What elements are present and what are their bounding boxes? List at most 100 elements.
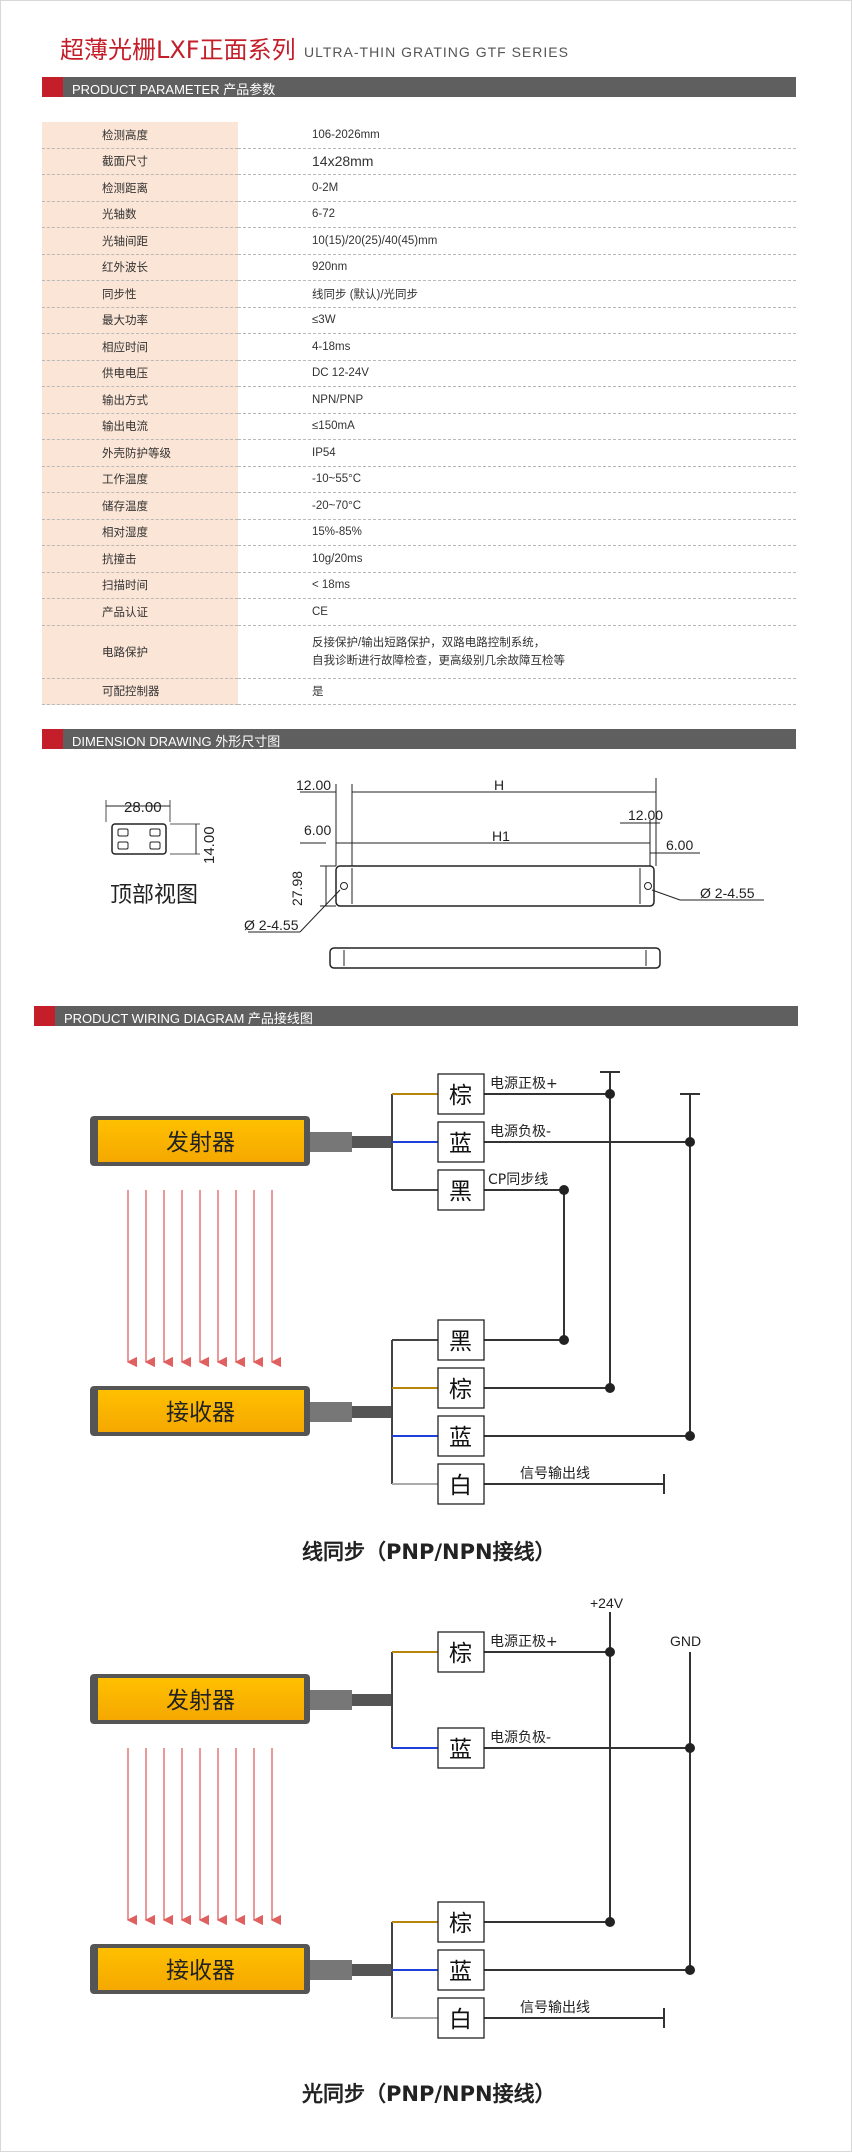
param-value: 15%-85%: [238, 519, 796, 546]
dim-12-left: 12.00: [296, 777, 331, 793]
wire-blue-receiver: 蓝: [449, 1959, 472, 1985]
dim-6-left: 6.00: [304, 822, 331, 838]
label-plus-24v: +24V: [590, 1595, 624, 1611]
param-row: 电路保护反接保护/输出短路保护，双路电路控制系统，自我诊断进行故障检查，更高级别…: [42, 625, 796, 679]
side-view: [248, 778, 764, 969]
param-key: 检测距离: [42, 174, 238, 202]
param-value: < 18ms: [238, 572, 796, 599]
param-key: 截面尺寸: [42, 148, 238, 175]
wire-brown-receiver: 棕: [449, 1911, 472, 1937]
param-key: 同步性: [42, 280, 238, 308]
param-key: 工作温度: [42, 466, 238, 493]
param-key: 可配控制器: [42, 678, 238, 705]
light-beams: [126, 1190, 282, 1368]
label-signal-output: 信号输出线: [520, 2000, 590, 2016]
param-key: 扫描时间: [42, 572, 238, 599]
param-value: 线同步 (默认)/光同步: [238, 280, 796, 308]
caption-line-sync: 线同步（PNP/NPN接线）: [302, 1540, 556, 1564]
hole-right-label: Ø 2-4.55: [700, 885, 755, 901]
label-gnd: GND: [670, 1633, 701, 1649]
emitter-label: 发射器: [166, 1130, 235, 1156]
wire-black-emitter: 黑: [449, 1179, 472, 1205]
param-value: 920nm: [238, 254, 796, 281]
wire-brown-emitter: 棕: [449, 1083, 472, 1109]
section-bar-dimension: DIMENSION DRAWING 外形尺寸图: [42, 729, 796, 749]
wire-black-receiver: 黑: [449, 1329, 472, 1355]
dimension-drawing: 28.00 14.00 顶部视图: [105, 777, 764, 969]
dim-27-98: 27.98: [289, 871, 305, 906]
receiver-label: 接收器: [166, 1958, 235, 1984]
light-beams: [126, 1748, 282, 1926]
param-value: DC 12-24V: [238, 360, 796, 387]
param-value: IP54: [238, 439, 796, 467]
param-row: 最大功率≤3W: [42, 307, 796, 334]
param-value: 10g/20ms: [238, 545, 796, 573]
label-power-negative: 电源负极-: [490, 1730, 551, 1746]
top-width-dim: 28.00: [124, 799, 162, 816]
param-key: 抗撞击: [42, 545, 238, 573]
page-subtitle: ULTRA-THIN GRATING GTF SERIES: [304, 44, 569, 60]
param-row: 同步性线同步 (默认)/光同步: [42, 280, 796, 308]
param-value: 反接保护/输出短路保护，双路电路控制系统，自我诊断进行故障检查，更高级别几余故障…: [238, 625, 796, 679]
section-marker: [42, 77, 63, 97]
param-key: 光轴数: [42, 201, 238, 228]
param-key: 输出电流: [42, 413, 238, 440]
page-title: 超薄光栅LXF正面系列: [60, 36, 296, 64]
wiring-diagram-light-sync: +24V GND 发射器 接收器: [90, 1595, 701, 2039]
section-title: PRODUCT WIRING DIAGRAM 产品接线图: [64, 1011, 313, 1026]
param-value: ≤150mA: [238, 413, 796, 440]
wire-white-receiver: 白: [449, 2007, 472, 2033]
label-power-positive: 电源正极+: [490, 1076, 558, 1092]
param-key: 最大功率: [42, 307, 238, 334]
label-power-positive: 电源正极+: [490, 1634, 558, 1650]
param-key: 储存温度: [42, 492, 238, 520]
wiring-diagram-line-sync: 发射器 接收器: [90, 1071, 700, 1505]
wire-blue-emitter: 蓝: [449, 1737, 472, 1763]
param-value: 4-18ms: [238, 333, 796, 361]
param-value: 106-2026mm: [238, 122, 796, 149]
param-value: -20~70°C: [238, 492, 796, 520]
param-value: 6-72: [238, 201, 796, 228]
section-bar-wiring: PRODUCT WIRING DIAGRAM 产品接线图: [34, 1006, 798, 1026]
param-key: 供电电压: [42, 360, 238, 387]
param-key: 红外波长: [42, 254, 238, 281]
section-marker: [42, 729, 63, 749]
receiver-device: 接收器: [90, 1386, 392, 1436]
param-row: 扫描时间< 18ms: [42, 572, 796, 599]
param-key: 相对湿度: [42, 519, 238, 546]
param-row: 储存温度-20~70°C: [42, 492, 796, 520]
dim-6-right: 6.00: [666, 837, 693, 853]
emitter-device: 发射器: [90, 1674, 392, 1724]
wire-blue-receiver: 蓝: [449, 1425, 472, 1451]
emitter-device: 发射器: [90, 1116, 392, 1166]
param-key: 相应时间: [42, 333, 238, 361]
top-height-dim: 14.00: [201, 826, 218, 864]
param-value-line: 自我诊断进行故障检查，更高级别几余故障互检等: [312, 654, 565, 667]
dim-H: H: [494, 777, 504, 793]
param-row: 可配控制器是: [42, 678, 796, 705]
wire-white-receiver: 白: [449, 1473, 472, 1499]
dim-H1: H1: [492, 828, 510, 844]
param-key: 电路保护: [42, 625, 238, 679]
param-value: 10(15)/20(25)/40(45)mm: [238, 227, 796, 255]
caption-light-sync: 光同步（PNP/NPN接线）: [302, 2082, 556, 2106]
section-marker: [34, 1006, 55, 1026]
wire-brown-receiver: 棕: [449, 1377, 472, 1403]
param-value: ≤3W: [238, 307, 796, 334]
section-title: PRODUCT PARAMETER 产品参数: [72, 82, 276, 97]
param-key: 产品认证: [42, 598, 238, 626]
section-title: DIMENSION DRAWING 外形尺寸图: [72, 734, 281, 749]
param-value: 14x28mm: [238, 148, 796, 175]
